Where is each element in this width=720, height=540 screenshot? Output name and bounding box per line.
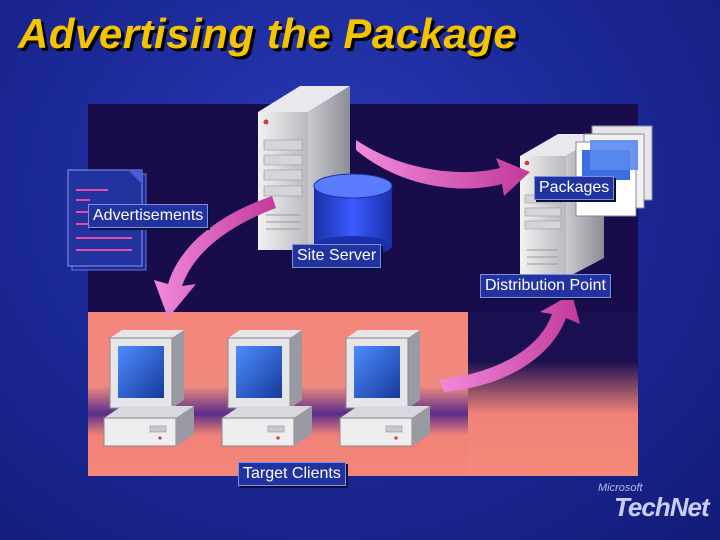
target-clients-label: Target Clients	[238, 462, 346, 486]
arrow-to-clients	[154, 196, 276, 318]
technet-logo: Microsoft TechNet	[596, 482, 710, 528]
packages-label: Packages	[534, 176, 615, 200]
advertisements-label: Advertisements	[88, 204, 209, 228]
slide-title: Advertising the Package	[18, 10, 518, 57]
arrow-from-clients	[440, 294, 580, 392]
site-server-label: Site Server	[292, 244, 382, 268]
arrow-to-distribution-point	[356, 140, 530, 196]
client-computer-icon	[221, 330, 312, 447]
packages-icon	[575, 125, 653, 217]
client-computer-icon	[103, 330, 194, 447]
distribution-point-label: Distribution Point	[480, 274, 611, 298]
site-server-icon	[258, 86, 350, 250]
client-computer-icon	[339, 330, 430, 447]
logo-product: TechNet	[614, 492, 710, 522]
logo-brand: Microsoft	[598, 482, 643, 494]
